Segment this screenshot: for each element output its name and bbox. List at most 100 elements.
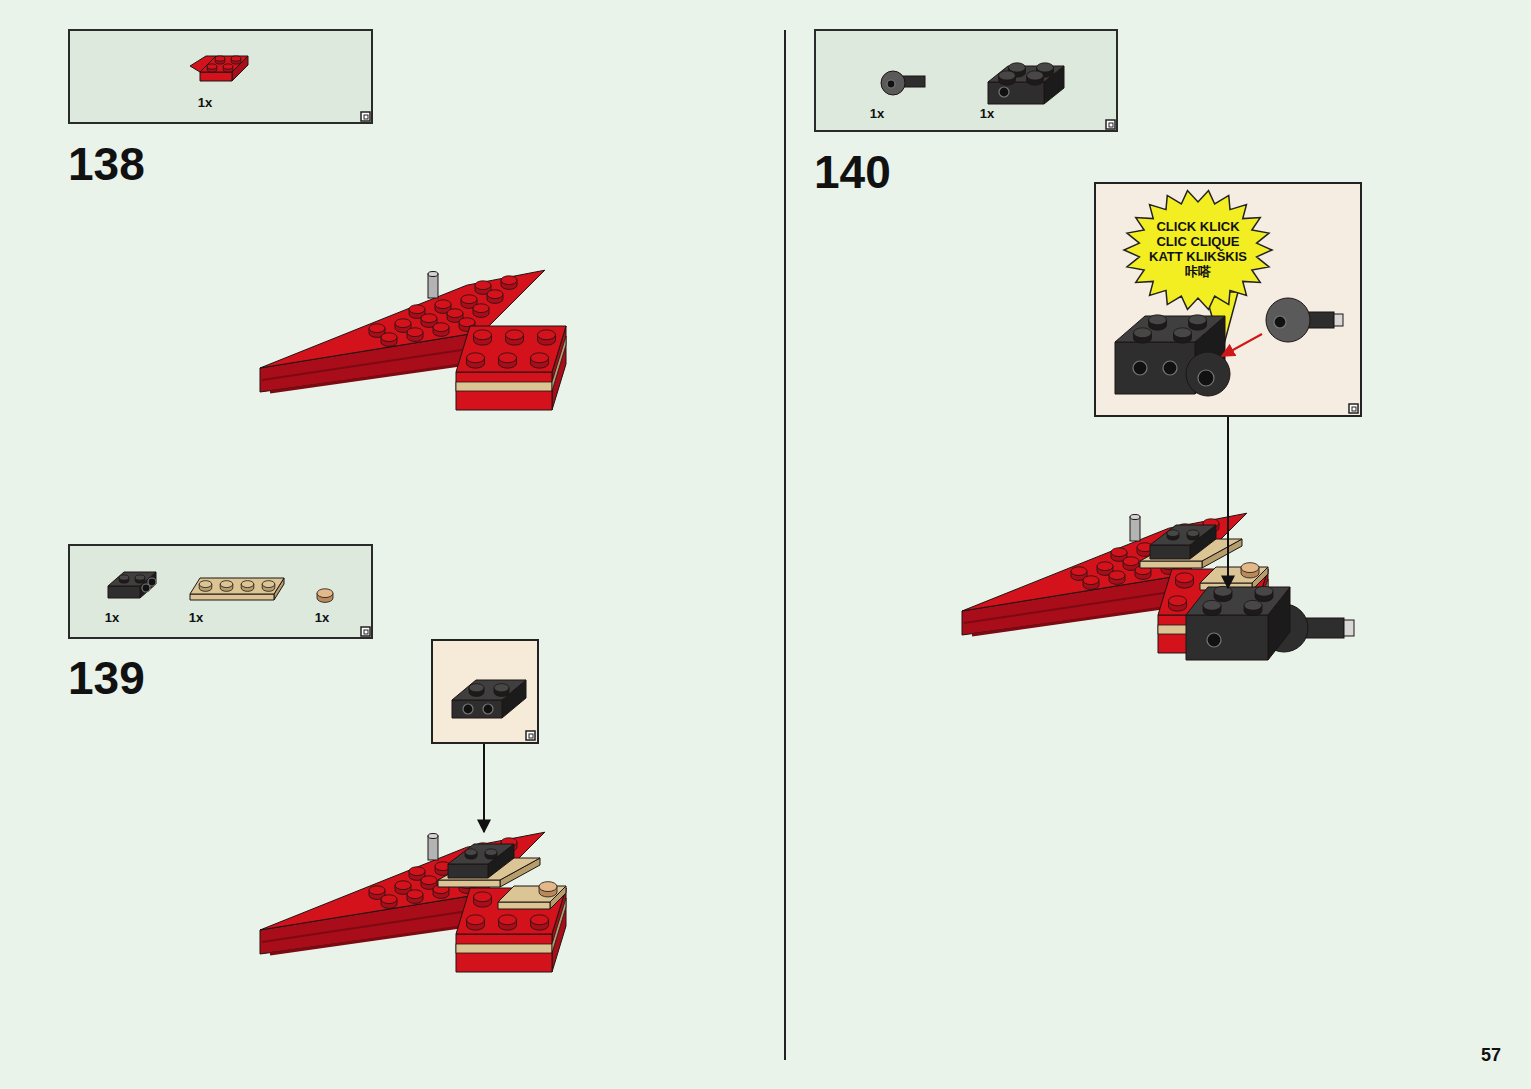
tan-plate	[438, 880, 500, 887]
rear-block	[456, 934, 552, 972]
stud	[1109, 571, 1125, 580]
ball-shaft-end	[1344, 620, 1354, 636]
corner-mark	[1109, 123, 1113, 127]
stud	[461, 295, 477, 304]
stud	[215, 56, 225, 61]
pin-hole	[1133, 361, 1147, 375]
parts-icons	[190, 56, 370, 121]
part-icon	[200, 72, 232, 81]
stud	[409, 867, 425, 876]
wing-stripe	[262, 347, 483, 380]
stud	[369, 324, 385, 333]
page-number: 57	[1481, 1046, 1501, 1064]
parts-icons	[881, 63, 1115, 129]
stud	[469, 684, 484, 692]
tan-plate	[498, 902, 550, 909]
stud	[459, 318, 475, 327]
leader-arrow	[1227, 417, 1229, 588]
rear-block	[456, 326, 566, 372]
tan-layer	[552, 336, 566, 391]
pin-hole	[463, 704, 473, 714]
grey-post	[428, 272, 438, 277]
wing-underside	[972, 605, 1185, 635]
stud	[421, 314, 437, 323]
stud	[1174, 328, 1192, 338]
stud	[433, 323, 449, 332]
stud	[395, 881, 411, 890]
pin-hole	[887, 80, 895, 88]
stud	[475, 281, 491, 290]
stud	[1083, 576, 1099, 585]
stud	[395, 319, 411, 328]
black-bracket	[448, 844, 514, 864]
stud	[1214, 586, 1232, 596]
stud	[231, 56, 241, 61]
black-bracket	[1150, 525, 1216, 545]
zoom-callout	[432, 640, 538, 743]
stud	[407, 328, 423, 337]
part-count: 1x	[315, 611, 329, 624]
stud	[506, 330, 524, 340]
corner-mark	[526, 731, 535, 740]
assembly-arrow	[1222, 334, 1262, 356]
ball-joint	[1266, 298, 1310, 342]
ball-shaft-end	[1334, 314, 1343, 326]
zoom-callout	[1095, 183, 1361, 416]
stud	[474, 892, 492, 902]
pin-hole	[1163, 361, 1177, 375]
model-step-138	[260, 270, 566, 410]
parts-list-panel: 1x1x	[814, 29, 1118, 132]
stud	[381, 333, 397, 342]
tan-layer	[552, 898, 566, 953]
stud	[485, 849, 497, 856]
corner-mark	[364, 630, 368, 634]
callout-box	[432, 640, 538, 743]
stud	[501, 276, 517, 285]
stud	[467, 915, 485, 925]
corner-mark	[364, 115, 368, 119]
stud	[1134, 328, 1152, 338]
corner-mark	[1349, 404, 1358, 413]
stud	[1009, 63, 1026, 72]
pin-hole	[148, 578, 156, 586]
stud	[381, 895, 397, 904]
black-brick	[1115, 342, 1195, 394]
stud	[407, 890, 423, 899]
black-brick	[1186, 587, 1290, 615]
stud	[447, 309, 463, 318]
wing-underside	[270, 924, 483, 954]
black-brick	[1115, 316, 1225, 342]
stud	[1169, 596, 1187, 606]
page-divider	[784, 30, 786, 1060]
stud	[1167, 530, 1179, 537]
corner-mark	[361, 627, 370, 636]
model-step-139	[260, 832, 566, 972]
part-count: 1x	[198, 96, 212, 109]
black-bracket	[452, 700, 502, 718]
step-number: 138	[68, 141, 145, 187]
grey-post	[428, 834, 438, 839]
stud	[369, 886, 385, 895]
stud	[538, 330, 556, 340]
stud	[1176, 573, 1194, 583]
stud	[262, 581, 275, 588]
stud	[999, 71, 1016, 80]
corner-mark	[1352, 407, 1356, 411]
wing-stripe	[964, 590, 1185, 623]
corner-mark	[1106, 120, 1115, 129]
stud	[1097, 562, 1113, 571]
stud	[223, 64, 233, 69]
model-step-140-parts	[1186, 586, 1354, 660]
part-count: 1x	[105, 611, 119, 624]
stud	[499, 353, 517, 363]
stud	[531, 915, 549, 925]
tan-layer	[456, 382, 552, 391]
stud	[1255, 586, 1273, 596]
pin-hole	[1198, 370, 1214, 386]
black-bracket	[1150, 545, 1190, 559]
stud	[317, 589, 333, 598]
stud	[220, 581, 233, 588]
grey-post	[1130, 517, 1140, 541]
corner-mark	[529, 734, 533, 738]
stud	[1149, 315, 1167, 325]
